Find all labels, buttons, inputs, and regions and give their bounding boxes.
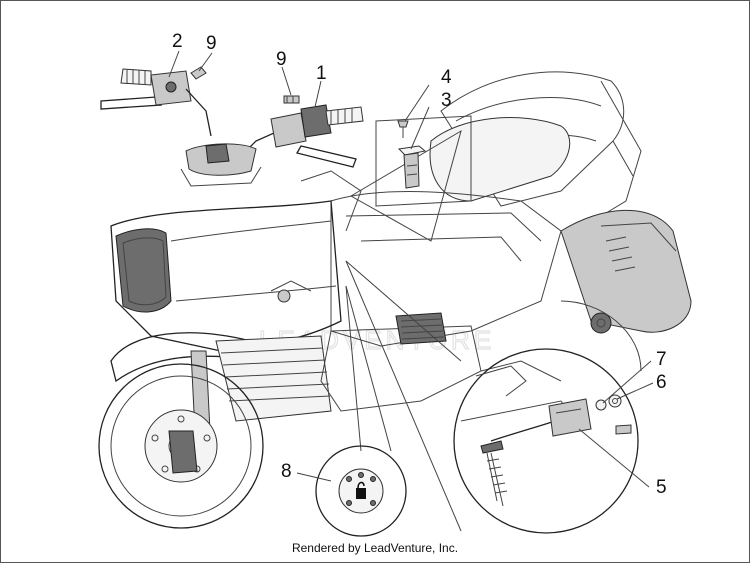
callout-6: 6 (656, 372, 667, 393)
handlebar-assembly (100, 66, 364, 187)
scooter-illustration (98, 71, 692, 529)
callout-2: 2 (172, 31, 183, 52)
key-switch-zoom (315, 285, 407, 537)
callout-5: 5 (656, 477, 667, 498)
callout-9-right: 9 (276, 49, 287, 70)
callout-3: 3 (441, 90, 452, 111)
callout-1: 1 (316, 63, 327, 84)
sensor-switch-zoom (345, 260, 639, 534)
callout-9-left: 9 (206, 33, 217, 54)
callout-labels: 2 9 9 1 4 3 7 6 5 8 (172, 31, 667, 498)
stop-switch-detail (349, 115, 472, 242)
callout-4: 4 (441, 67, 452, 88)
callout-8: 8 (281, 461, 292, 482)
leader-lines (168, 50, 654, 488)
footer-credit: Rendered by LeadVenture, Inc. (291, 541, 459, 555)
callout-7: 7 (656, 349, 667, 370)
